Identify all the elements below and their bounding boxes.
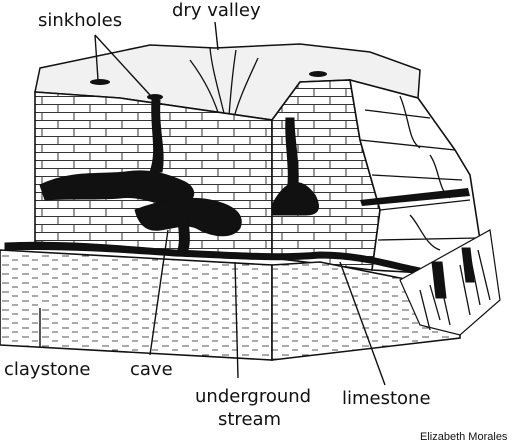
cave-drop-to-stream: [177, 204, 190, 251]
pointer-limestone: [339, 261, 386, 386]
label-dry-valley: dry valley: [172, 0, 261, 21]
credit-text: Elizabeth Morales: [420, 431, 508, 443]
waterfall-dark-gaps: [431, 247, 475, 299]
label-claystone: claystone: [4, 359, 91, 380]
label-sinkholes: sinkholes: [38, 10, 122, 31]
pointer-cave: [149, 229, 169, 356]
cave-passage-left: [39, 170, 195, 206]
cliff-strata: [359, 95, 479, 251]
sinkhole-pit-left: [90, 79, 110, 85]
waterfall-streaks: [419, 249, 491, 331]
label-cave: cave: [130, 359, 173, 380]
pointer-underground-stream: [234, 261, 239, 379]
label-underground-line1: underground: [195, 386, 311, 407]
pointer-dry-valley: [214, 21, 219, 51]
sinkhole-pit-center: [147, 94, 163, 100]
pointer-sinkholes: [94, 34, 151, 96]
claystone-front-face: [0, 249, 273, 361]
label-underground-line2: stream: [218, 409, 281, 430]
cliff-dark-crevice: [360, 188, 470, 206]
cave-shaft-right: [285, 117, 299, 201]
cave-shaft-left: [149, 99, 164, 173]
dry-valley-groove: [189, 47, 259, 131]
sinkhole-pit-right: [309, 71, 327, 77]
label-limestone: limestone: [342, 388, 431, 409]
